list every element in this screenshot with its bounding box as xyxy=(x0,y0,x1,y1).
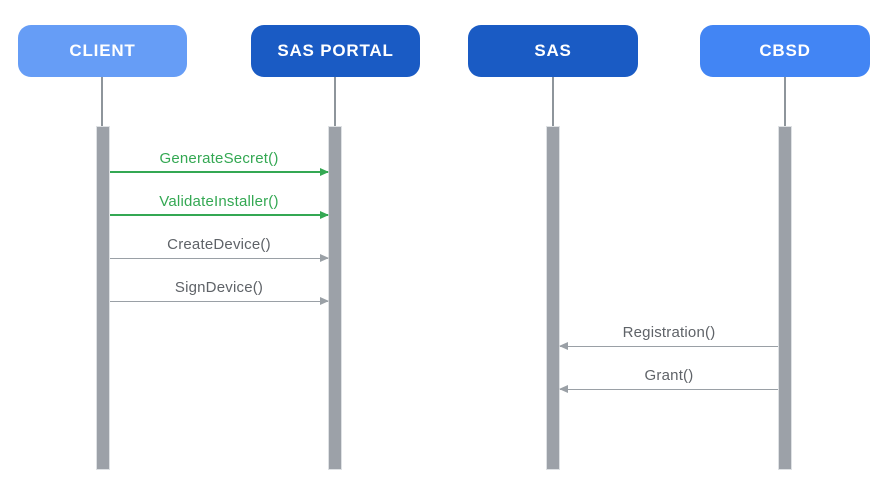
arrowhead-right-icon xyxy=(320,297,329,305)
activation-bar-cbsd xyxy=(778,126,792,470)
arrowhead-right-icon xyxy=(320,254,329,262)
message-label: CreateDevice() xyxy=(167,236,271,253)
actor-box-sas: SAS xyxy=(468,25,638,77)
arrowhead-left-icon xyxy=(559,342,568,350)
message-validate-installer: ValidateInstaller() xyxy=(110,190,329,219)
arrowhead-left-icon xyxy=(559,385,568,393)
lifeline-stem-client xyxy=(101,77,103,126)
message-line xyxy=(560,388,778,390)
message-label: ValidateInstaller() xyxy=(159,193,279,210)
activation-bar-sas xyxy=(546,126,560,470)
message-sign-device: SignDevice() xyxy=(110,276,329,305)
lifeline-stem-sas-portal xyxy=(334,77,336,126)
message-generate-secret: GenerateSecret() xyxy=(110,147,329,176)
message-create-device: CreateDevice() xyxy=(110,233,329,262)
actor-box-cbsd: CBSD xyxy=(700,25,870,77)
lifeline-stem-sas xyxy=(552,77,554,126)
message-label: GenerateSecret() xyxy=(159,150,279,167)
message-line xyxy=(560,345,778,347)
lifeline-stem-cbsd xyxy=(784,77,786,126)
actor-label-sas: SAS xyxy=(534,41,572,60)
activation-bar-sas-portal xyxy=(328,126,342,470)
actor-box-sas-portal: SAS PORTAL xyxy=(251,25,420,77)
activation-bar-client xyxy=(96,126,110,470)
actor-label-sas-portal: SAS PORTAL xyxy=(277,41,394,60)
message-line xyxy=(110,171,328,173)
message-registration: Registration() xyxy=(559,321,778,350)
arrowhead-right-icon xyxy=(320,168,329,176)
message-line xyxy=(110,214,328,216)
message-label: SignDevice() xyxy=(174,279,264,296)
arrowhead-right-icon xyxy=(320,211,329,219)
actor-box-client: CLIENT xyxy=(18,25,187,77)
message-line xyxy=(110,300,328,302)
message-label: Grant() xyxy=(644,367,694,384)
message-line xyxy=(110,257,328,259)
message-grant: Grant() xyxy=(559,364,778,393)
actor-label-cbsd: CBSD xyxy=(759,41,811,60)
message-label: Registration() xyxy=(622,324,716,341)
actor-label-client: CLIENT xyxy=(69,41,136,60)
